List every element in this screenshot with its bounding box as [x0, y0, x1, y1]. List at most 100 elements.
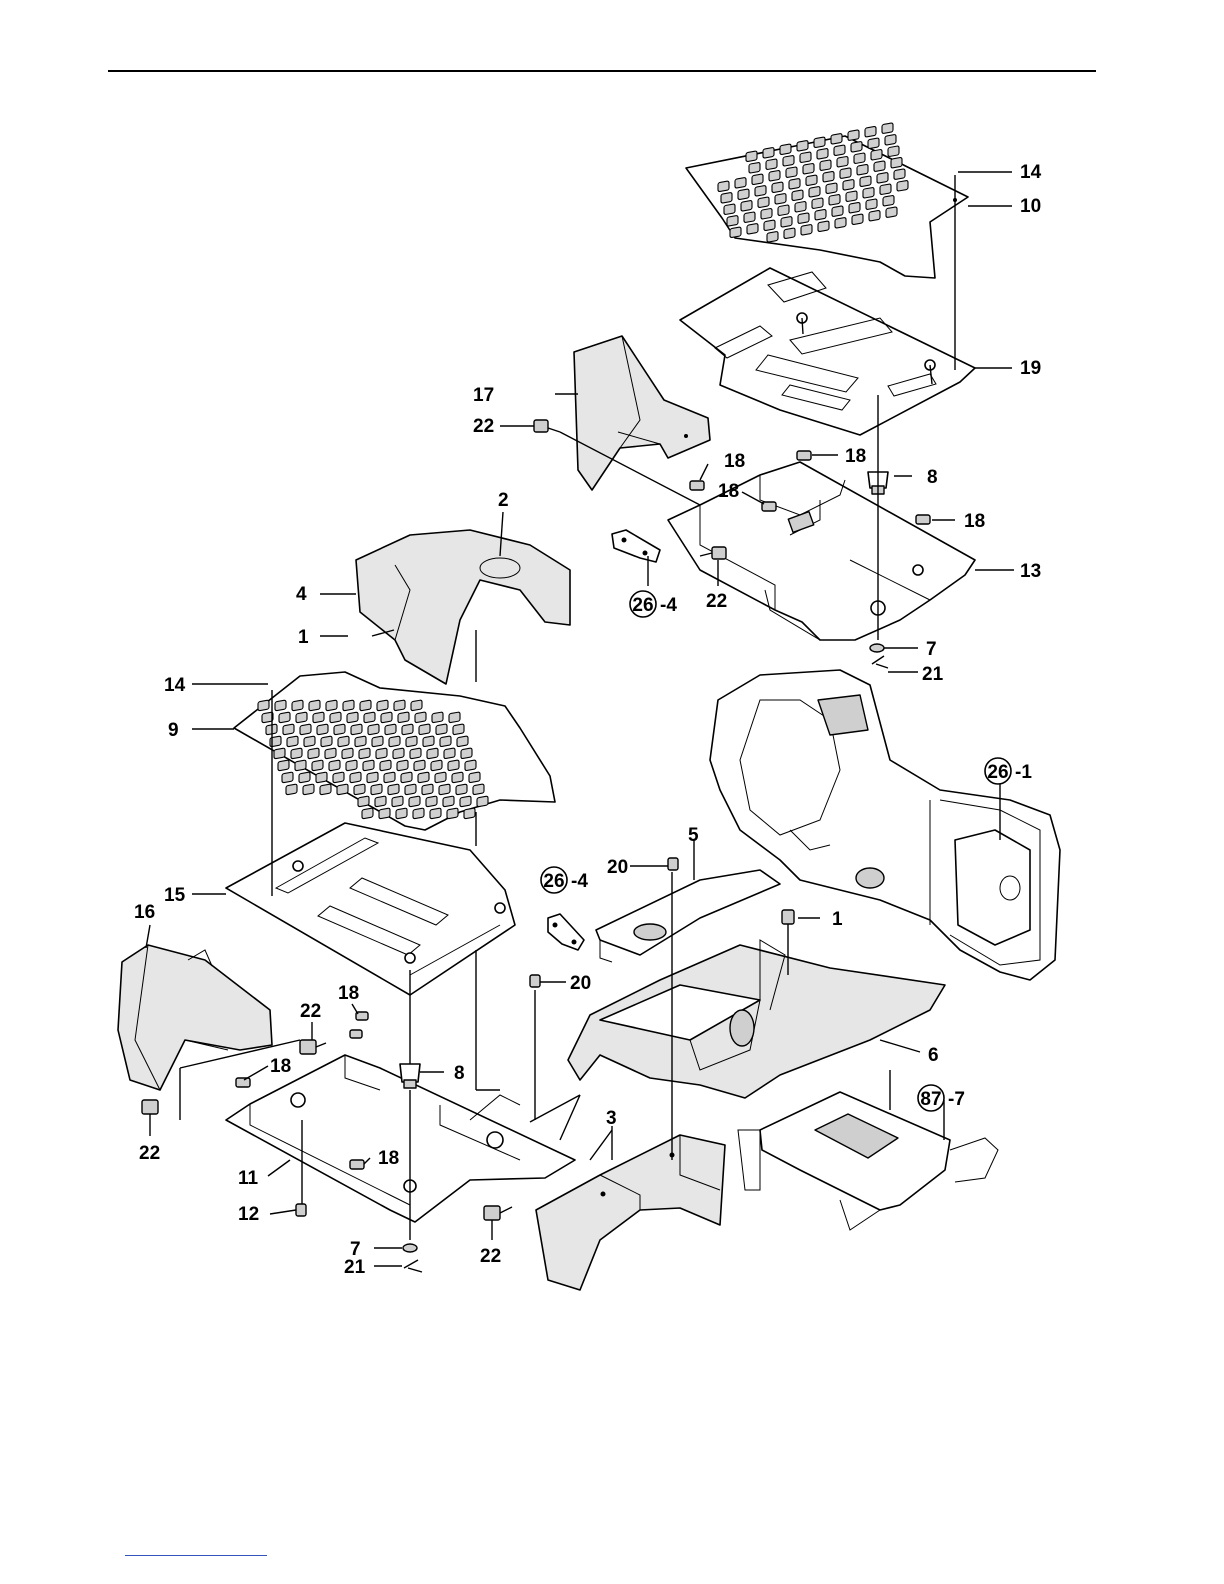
mat-tread-square: [436, 724, 447, 735]
mat-tread-square: [350, 772, 361, 783]
callout-14: 14: [1020, 162, 1042, 183]
mat-tread-square: [829, 194, 840, 205]
mat-tread-square: [401, 772, 412, 783]
callout-18: 18: [718, 481, 739, 502]
mat-tread-square: [820, 160, 831, 171]
mat-tread-square: [869, 210, 880, 221]
callout-20: 20: [607, 857, 628, 878]
mat-tread-square: [763, 147, 774, 158]
mat-tread-square: [392, 796, 403, 807]
ref-26-1: 26 -1: [985, 758, 1032, 784]
callout-11: 11: [238, 1168, 259, 1189]
svg-text:26: 26: [543, 871, 564, 892]
mat-tread-square: [449, 712, 460, 723]
mat-tread-square: [394, 700, 405, 711]
mat-tread-square: [371, 784, 382, 795]
footer-link-underline: [125, 1555, 267, 1556]
callout-22: 22: [300, 1001, 321, 1022]
callout-18: 18: [270, 1056, 291, 1077]
mat-tread-square: [894, 169, 905, 180]
mat-tread-square: [880, 184, 891, 195]
mat-tread-square: [718, 181, 729, 192]
callout-18: 18: [338, 983, 359, 1004]
mat-tread-square: [806, 175, 817, 186]
mat-tread-square: [296, 712, 307, 723]
mat-tread-square: [843, 179, 854, 190]
mat-tread-square: [814, 137, 825, 148]
mat-tread-square: [286, 784, 297, 795]
mat-tread-square: [423, 736, 434, 747]
mat-tread-square: [389, 736, 400, 747]
callout-14: 14: [164, 675, 186, 696]
mat-tread-square: [381, 712, 392, 723]
callout-5: 5: [688, 825, 699, 846]
mat-tread-square: [346, 760, 357, 771]
mat-tread-square: [375, 796, 386, 807]
mat-tread-square: [741, 200, 752, 211]
mat-tread-square: [379, 808, 390, 819]
mat-tread-square: [746, 151, 757, 162]
mat-tread-square: [409, 796, 420, 807]
mat-tread-square: [385, 724, 396, 735]
mat-tread-square: [338, 736, 349, 747]
mat-tread-square: [848, 130, 859, 141]
mat-tread-square: [282, 772, 293, 783]
mat-tread-square: [287, 736, 298, 747]
mat-tread-square: [818, 221, 829, 232]
mat-tread-square: [258, 700, 269, 711]
callout-10: 10: [1020, 196, 1041, 217]
mat-tread-square: [877, 172, 888, 183]
mat-tread-square: [440, 736, 451, 747]
mat-tread-square: [364, 712, 375, 723]
mat-tread-square: [863, 187, 874, 198]
mat-tread-square: [460, 796, 471, 807]
mat-tread-square: [292, 700, 303, 711]
callout-22: 22: [480, 1246, 501, 1267]
mat-tread-square: [388, 784, 399, 795]
ref-26-4-lower: 26 -4: [541, 867, 588, 893]
callout-1: 1: [832, 909, 843, 930]
mat-tread-square: [367, 772, 378, 783]
svg-text:-7: -7: [948, 1089, 965, 1110]
mat-tread-square: [888, 146, 899, 157]
mat-tread-square: [354, 784, 365, 795]
callout-6: 6: [928, 1045, 939, 1066]
mat-tread-square: [380, 760, 391, 771]
mat-tread-square: [772, 182, 783, 193]
mat-tread-square: [809, 186, 820, 197]
mat-tread-square: [447, 808, 458, 819]
mat-tread-square: [334, 724, 345, 735]
mat-tread-square: [883, 195, 894, 206]
mat-tread-square: [275, 700, 286, 711]
mat-tread-square: [326, 700, 337, 711]
mat-tread-square: [727, 215, 738, 226]
callout-12: 12: [238, 1204, 259, 1225]
mat-tread-square: [414, 760, 425, 771]
mat-tread-square: [426, 796, 437, 807]
mat-tread-square: [882, 123, 893, 134]
mat-tread-square: [834, 145, 845, 156]
mat-tread-square: [363, 760, 374, 771]
mat-tread-square: [457, 736, 468, 747]
mat-tread-square: [826, 183, 837, 194]
callout-16: 16: [134, 902, 155, 923]
mat-tread-square: [795, 201, 806, 212]
svg-text:26: 26: [632, 595, 653, 616]
mat-tread-square: [735, 177, 746, 188]
mat-tread-square: [427, 748, 438, 759]
callout-18: 18: [964, 511, 985, 532]
callout-18: 18: [845, 446, 866, 467]
mat-tread-square: [274, 748, 285, 759]
mat-tread-square: [283, 724, 294, 735]
mat-tread-square: [432, 712, 443, 723]
callout-21: 21: [344, 1257, 366, 1278]
mat-tread-square: [724, 204, 735, 215]
mat-tread-square: [351, 724, 362, 735]
mat-tread-square: [800, 152, 811, 163]
mat-tread-square: [786, 167, 797, 178]
mat-tread-square: [456, 784, 467, 795]
mat-tread-square: [330, 712, 341, 723]
mat-tread-square: [761, 208, 772, 219]
mat-tread-square: [295, 760, 306, 771]
mat-tread-square: [846, 191, 857, 202]
